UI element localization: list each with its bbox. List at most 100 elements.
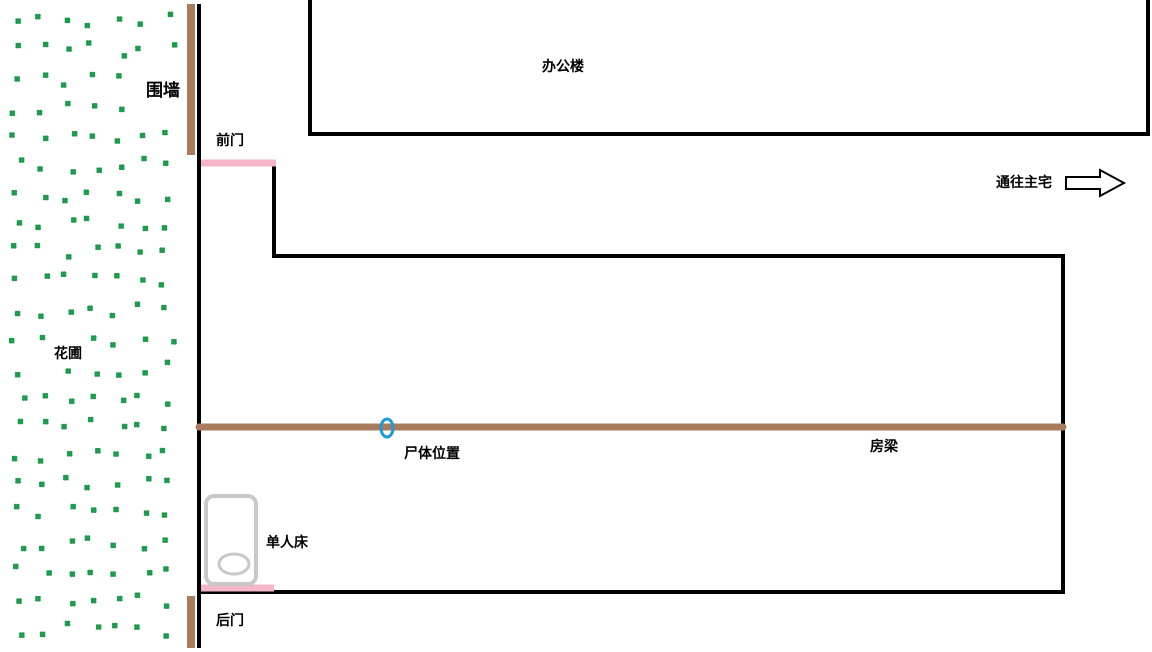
shrub-dot bbox=[37, 166, 43, 172]
shrub-dot bbox=[70, 169, 77, 175]
shrub-dot bbox=[116, 73, 122, 79]
shrub-dot bbox=[14, 76, 20, 82]
shrub-dot bbox=[14, 371, 21, 378]
garden-label: 花圃 bbox=[54, 346, 82, 362]
shrub-dot bbox=[134, 592, 141, 599]
shrub-dot bbox=[43, 194, 49, 201]
shrub-dot bbox=[20, 545, 27, 552]
shrub-dot bbox=[159, 247, 165, 254]
shrub-dot bbox=[83, 215, 90, 222]
shrub-dot bbox=[70, 600, 76, 607]
shrub-dot bbox=[141, 155, 147, 162]
to-main-house-label: 通往主宅 bbox=[996, 175, 1052, 191]
shrub-dot bbox=[121, 53, 128, 59]
shrub-dot bbox=[163, 566, 169, 572]
shrub-dot bbox=[161, 304, 167, 311]
shrub-dot bbox=[162, 160, 169, 167]
office-building-outline bbox=[308, 0, 1150, 136]
shrub-dot bbox=[63, 474, 69, 481]
shrub-dot bbox=[133, 421, 140, 428]
shrub-dot bbox=[94, 371, 101, 377]
shrub-dot bbox=[95, 447, 101, 454]
shrub-dot bbox=[139, 132, 146, 139]
shrub-dot bbox=[87, 569, 93, 576]
shrub-dot bbox=[113, 506, 119, 513]
shrub-dot bbox=[66, 46, 72, 52]
shrub-dot bbox=[137, 21, 144, 27]
shrub-dot bbox=[143, 510, 150, 517]
shrub-dot bbox=[164, 477, 170, 484]
shrub-dot bbox=[110, 571, 116, 578]
shrub-dot bbox=[8, 337, 15, 344]
shrub-dot bbox=[44, 273, 51, 279]
shrub-dot bbox=[95, 244, 101, 251]
shrub-dot bbox=[111, 622, 118, 629]
shrub-dot bbox=[15, 42, 22, 49]
shrub-dot bbox=[69, 571, 76, 578]
shrub-dot bbox=[162, 537, 168, 544]
shrub-dot bbox=[145, 453, 152, 460]
shrub-dot bbox=[140, 277, 146, 283]
shrub-dot bbox=[16, 220, 23, 226]
shrub-dot bbox=[171, 338, 177, 345]
shrub-dot bbox=[39, 481, 45, 488]
shrub-dot bbox=[35, 595, 41, 602]
shrub-dot bbox=[35, 13, 41, 20]
shrub-dot bbox=[146, 569, 153, 576]
shrub-dot bbox=[65, 254, 72, 260]
shrub-dot bbox=[42, 135, 49, 142]
shrub-dot bbox=[164, 196, 171, 203]
enclosure-wall-label: 围墙 bbox=[146, 81, 180, 101]
shrub-dot bbox=[9, 132, 15, 138]
shrub-dot bbox=[13, 503, 20, 510]
shrub-dot bbox=[158, 282, 165, 288]
back-door-label: 后门 bbox=[216, 613, 244, 629]
shrub-dot bbox=[65, 100, 71, 107]
shrub-dot bbox=[66, 450, 73, 457]
shrub-dot bbox=[142, 225, 149, 232]
shrub-dot bbox=[42, 72, 49, 78]
shrub-dot bbox=[34, 242, 41, 249]
shrub-dot bbox=[64, 620, 71, 627]
shrub-dot bbox=[116, 190, 123, 197]
shrub-dot bbox=[171, 42, 178, 48]
shrub-dot bbox=[38, 545, 45, 552]
shrub-dot bbox=[42, 41, 49, 48]
shrub-dot bbox=[9, 110, 16, 117]
shrub-dot bbox=[164, 359, 171, 366]
shrub-dot bbox=[161, 512, 168, 518]
shrub-dot bbox=[39, 631, 46, 638]
shrub-dot bbox=[83, 189, 90, 196]
shrub-dot bbox=[142, 370, 148, 376]
single-bed-frame bbox=[204, 494, 258, 586]
shrub-dot bbox=[90, 335, 97, 341]
shrub-dot bbox=[90, 597, 97, 604]
shrub-dot bbox=[84, 22, 91, 29]
shrub-dot bbox=[84, 535, 91, 542]
shrub-dot bbox=[162, 129, 168, 136]
shrub-dot bbox=[167, 11, 174, 18]
shrub-dot bbox=[121, 423, 128, 430]
shrub-dot bbox=[159, 447, 166, 454]
shrub-dot bbox=[134, 198, 141, 204]
shrub-dot bbox=[61, 423, 67, 430]
shrub-dot bbox=[118, 223, 124, 229]
shrub-dot bbox=[164, 401, 171, 407]
shrub-dot bbox=[19, 632, 25, 639]
shrub-dot bbox=[90, 507, 97, 513]
shrub-dot bbox=[18, 157, 25, 163]
shrub-dot bbox=[116, 16, 123, 22]
shrub-dot bbox=[141, 545, 148, 552]
shrub-dot bbox=[60, 82, 67, 88]
shrub-dot bbox=[60, 271, 67, 278]
shrub-dot bbox=[17, 418, 24, 425]
shrub-dot bbox=[95, 624, 102, 630]
shrub-dot bbox=[110, 542, 116, 549]
shrub-dot bbox=[134, 301, 141, 308]
shrub-dot bbox=[116, 372, 122, 378]
shrub-dot bbox=[114, 482, 121, 488]
shrub-dot bbox=[16, 598, 22, 605]
shrub-dot bbox=[92, 272, 98, 279]
shrub-dot bbox=[15, 477, 21, 484]
